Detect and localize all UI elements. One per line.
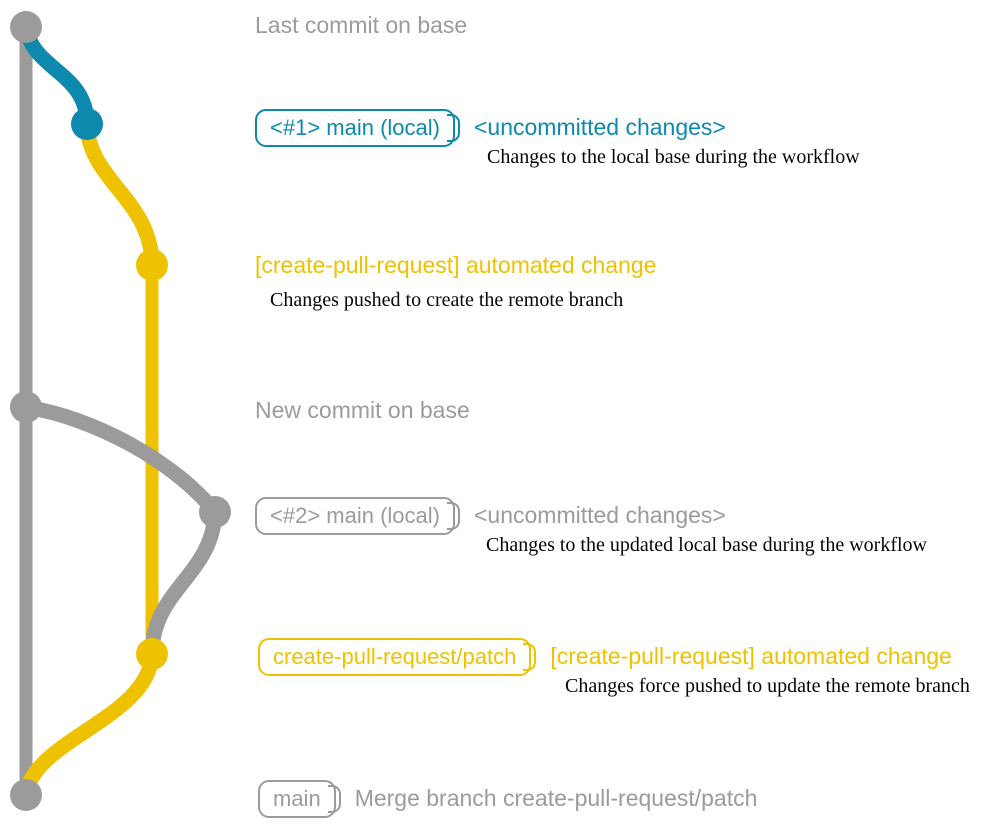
commit-description: Changes pushed to create the remote bran… (270, 289, 624, 311)
commit-node-local-1[interactable] (71, 108, 103, 140)
branch-badge-create-pull-request-patch[interactable]: create-pull-request/patch (258, 638, 537, 676)
local-branch-edge-2 (18, 399, 223, 520)
commit-subject: Merge branch create-pull-request/patch (354, 785, 758, 811)
commit-description: Changes to the local base during the wor… (487, 146, 860, 168)
commit-entry-local-uncommitted-1: <#1> main (local) <uncommitted changes> (255, 109, 726, 147)
branch-badge-main-local-1[interactable]: <#1> main (local) (255, 109, 460, 147)
commit-subject: [create-pull-request] automated change (550, 643, 952, 669)
commit-node-base-new[interactable] (10, 391, 42, 423)
commit-entry-new-commit-on-base: New commit on base (255, 397, 470, 424)
commit-node-patch-2[interactable] (136, 638, 168, 670)
commit-entry-automated-change-2: create-pull-request/patch [create-pull-r… (258, 638, 952, 676)
branch-badge-wrap: create-pull-request/patch (258, 638, 537, 676)
commit-entry-last-commit-on-base: Last commit on base (255, 12, 467, 39)
branch-badge-wrap: <#1> main (local) (255, 109, 460, 147)
patch-merge-edge (18, 646, 160, 803)
branch-badge-main-local-2[interactable]: <#2> main (local) (255, 497, 460, 535)
commit-subject: Last commit on base (255, 12, 468, 38)
commit-entry-local-uncommitted-2: <#2> main (local) <uncommitted changes> (255, 497, 726, 535)
commit-node-patch-1[interactable] (136, 249, 168, 281)
local-to-patch-edge (144, 504, 223, 662)
commit-subject: <uncommitted changes> (473, 114, 726, 140)
commit-node-local-2[interactable] (199, 496, 231, 528)
branch-badge-main[interactable]: main (258, 780, 341, 818)
commit-node-base-merge[interactable] (10, 779, 42, 811)
commit-description: Changes to the updated local base during… (486, 534, 927, 556)
branch-badge-wrap: main (258, 780, 341, 818)
commit-subject: [create-pull-request] automated change (255, 252, 657, 278)
commit-node-base-last[interactable] (10, 11, 42, 43)
commit-entry-merge-commit: main Merge branch create-pull-request/pa… (258, 780, 757, 818)
commit-subject: <uncommitted changes> (473, 502, 726, 528)
branch-badge-wrap: <#2> main (local) (255, 497, 460, 535)
patch-branch-edge-1 (79, 116, 160, 273)
commit-description: Changes force pushed to update the remot… (565, 675, 970, 697)
commit-subject: New commit on base (255, 397, 470, 423)
commit-entry-automated-change-1: [create-pull-request] automated change (255, 252, 656, 279)
